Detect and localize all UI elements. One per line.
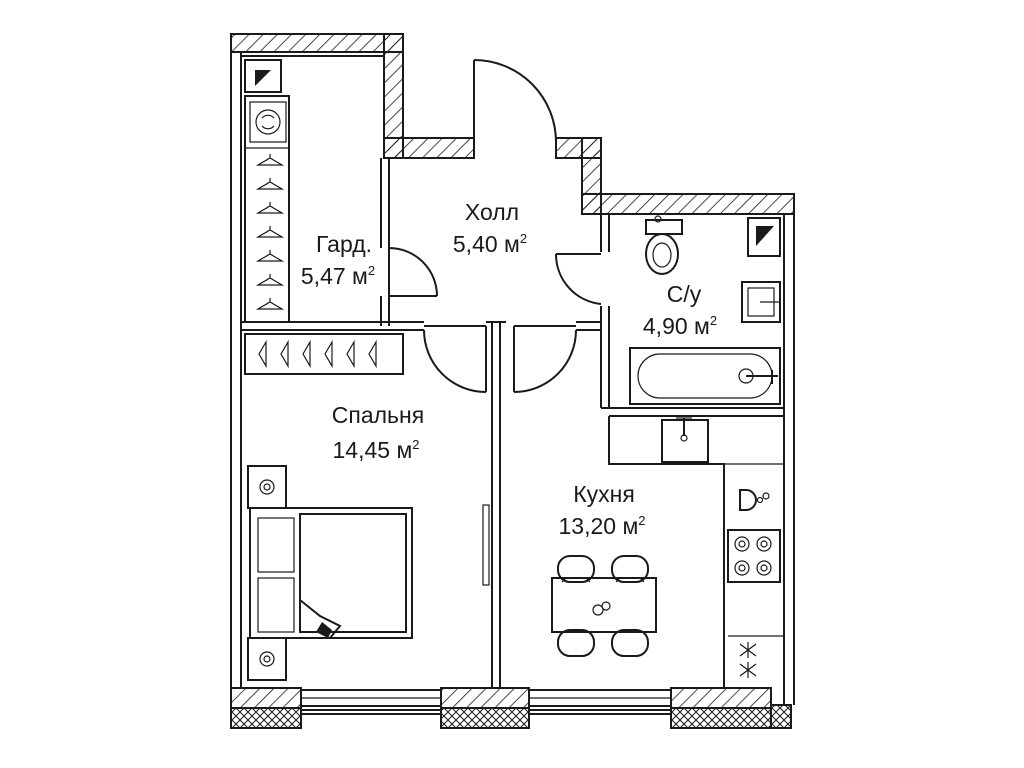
toilet-icon bbox=[645, 215, 683, 275]
dining-table-icon bbox=[551, 555, 657, 657]
kitchen-fixtures bbox=[551, 416, 784, 688]
outer-wall-lines bbox=[230, 52, 795, 715]
room-area: 5,40 м2 bbox=[453, 231, 527, 257]
interior-partitions bbox=[241, 55, 784, 688]
room-name: Гард. bbox=[316, 231, 372, 257]
room-name: Спальня bbox=[332, 402, 424, 428]
hanger-icon bbox=[255, 154, 285, 310]
bedroom-furniture bbox=[247, 465, 413, 681]
room-area: 14,45 м2 bbox=[333, 437, 420, 463]
bathtub-icon bbox=[629, 347, 781, 405]
room-area: 5,47 м2 bbox=[301, 263, 375, 289]
stove-icon bbox=[727, 529, 781, 583]
kitchen-sink-icon bbox=[661, 417, 709, 463]
sink-icon bbox=[741, 281, 781, 323]
fridge-icon bbox=[728, 635, 784, 678]
room-label-kitchen: Кухня 13,20 м2 bbox=[559, 481, 646, 539]
dishwasher-icon bbox=[739, 489, 770, 511]
room-label-closet: Гард. 5,47 м2 bbox=[301, 231, 375, 289]
exterior-walls bbox=[230, 33, 795, 729]
room-name: Холл bbox=[465, 199, 519, 225]
room-name: С/у bbox=[667, 281, 702, 307]
room-label-hall: Холл 5,40 м2 bbox=[453, 199, 527, 257]
closet-furniture bbox=[244, 59, 404, 375]
bathroom-fixtures bbox=[629, 215, 781, 405]
doors bbox=[388, 59, 602, 586]
room-label-bathroom: С/у 4,90 м2 bbox=[643, 281, 717, 339]
room-area: 4,90 м2 bbox=[643, 313, 717, 339]
room-name: Кухня bbox=[573, 481, 635, 507]
bed-icon bbox=[249, 507, 413, 639]
room-area: 13,20 м2 bbox=[559, 513, 646, 539]
hanger-row-icon bbox=[258, 339, 377, 369]
room-label-bedroom: Спальня 14,45 м2 bbox=[332, 402, 424, 463]
